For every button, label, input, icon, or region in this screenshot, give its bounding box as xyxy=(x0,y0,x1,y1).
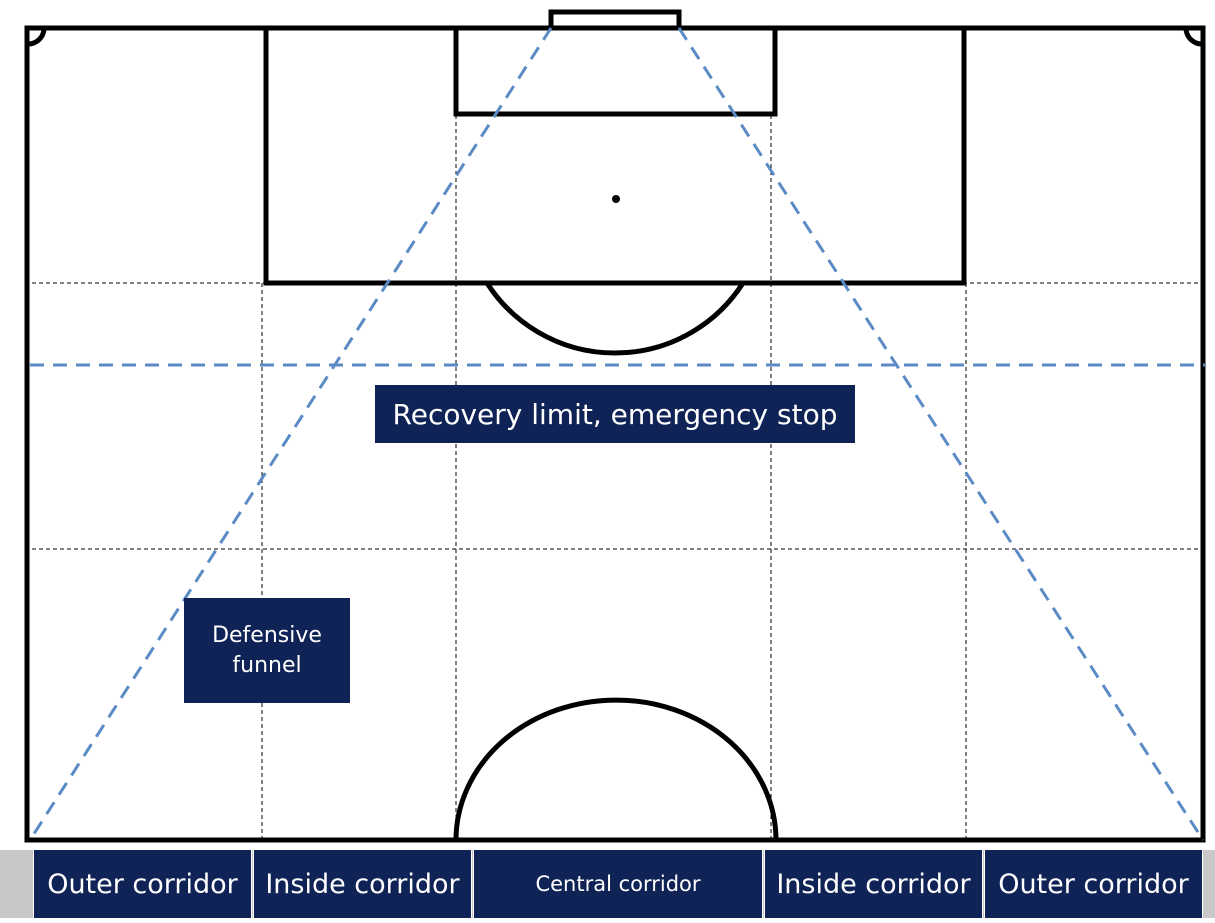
defensive-funnel-text: Defensive funnel xyxy=(212,622,322,678)
recovery-limit-label: Recovery limit, emergency stop xyxy=(375,385,855,443)
corridor-outer-right: Outer corridor xyxy=(984,850,1203,918)
goal-area xyxy=(453,25,778,117)
zone-grid xyxy=(25,115,1205,840)
corridor-inside-right: Inside corridor xyxy=(764,850,983,918)
corner-arc-left xyxy=(27,28,47,47)
corridor-central: Central corridor xyxy=(473,850,763,918)
funnel-line-right xyxy=(677,27,1205,841)
penalty-arc xyxy=(484,281,746,356)
defensive-funnel-label: Defensive funnel xyxy=(184,598,350,703)
pitch-markings xyxy=(24,9,1206,843)
center-circle-arc xyxy=(453,697,779,841)
penalty-spot xyxy=(612,195,620,203)
corner-arc-right xyxy=(1183,28,1203,47)
corridor-inside-left: Inside corridor xyxy=(253,850,472,918)
goal xyxy=(548,9,682,31)
recovery-limit-text: Recovery limit, emergency stop xyxy=(392,397,838,431)
corridor-outer-left: Outer corridor xyxy=(33,850,252,918)
funnel-lines xyxy=(28,27,1205,841)
penalty-area xyxy=(263,25,967,286)
